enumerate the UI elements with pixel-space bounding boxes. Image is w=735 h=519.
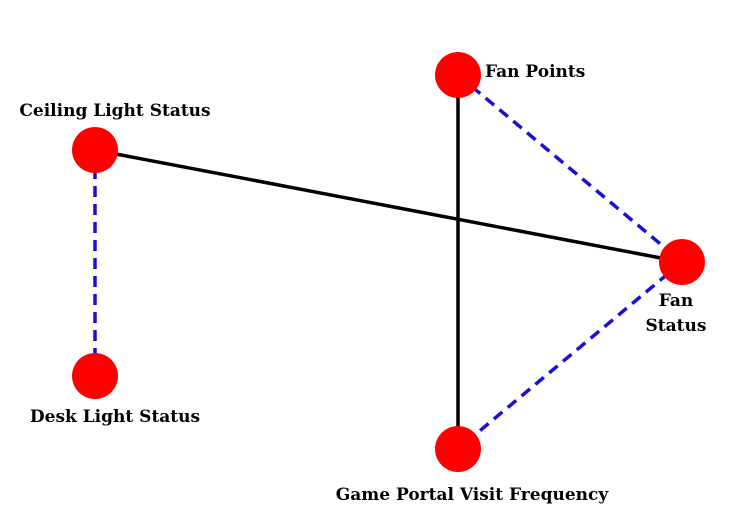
edges — [93, 73, 684, 451]
edge-ceiling-light-to-fan-status — [94, 148, 683, 264]
node-ceiling-light-status[interactable] — [72, 127, 118, 173]
node-desk-light-status[interactable] — [72, 353, 118, 399]
node-fan-status[interactable] — [659, 239, 705, 285]
label-desk-light-status: Desk Light Status — [30, 407, 200, 427]
node-game-portal-visit-frequency[interactable] — [435, 426, 481, 472]
label-fan-status-line2: Status — [646, 316, 707, 336]
label-ceiling-light-status: Ceiling Light Status — [19, 101, 210, 121]
labels: Ceiling Light Status Desk Light Status F… — [19, 62, 706, 505]
node-fan-points[interactable] — [435, 52, 481, 98]
edge-fan-status-to-game-portal — [456, 260, 684, 451]
edge-fan-points-to-fan-status — [456, 73, 684, 264]
nodes — [72, 52, 705, 472]
label-game-portal-visit-frequency: Game Portal Visit Frequency — [336, 485, 610, 505]
label-fan-points: Fan Points — [485, 62, 585, 82]
label-fan-status-line1: Fan — [659, 291, 694, 311]
